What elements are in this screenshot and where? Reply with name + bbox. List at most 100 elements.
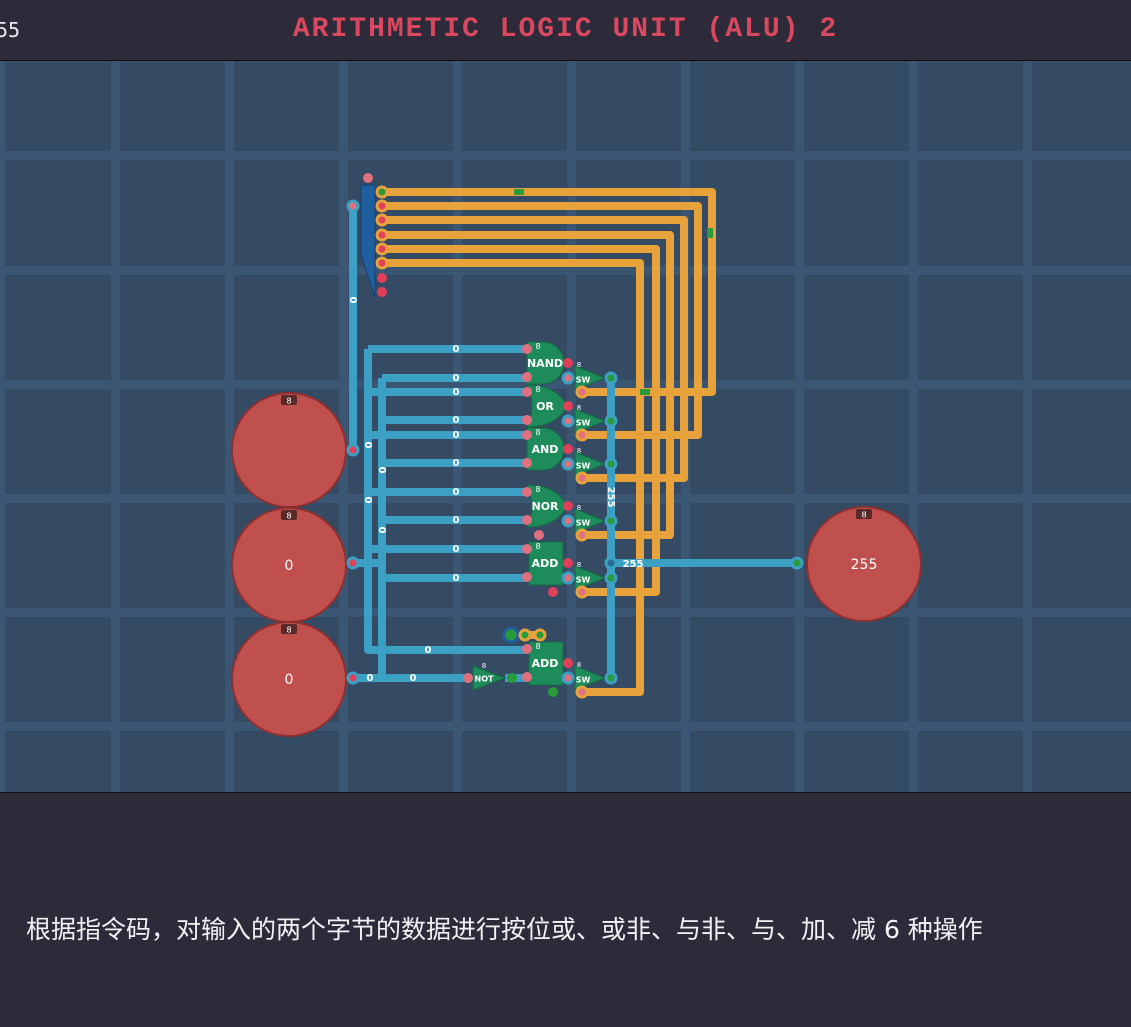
- grid-line: [225, 61, 234, 792]
- control-wire[interactable]: [382, 231, 674, 539]
- switch-5[interactable]: [574, 665, 607, 691]
- pin[interactable]: [522, 672, 532, 682]
- gate-nor-3-label: NOR: [531, 500, 559, 513]
- pin[interactable]: [604, 556, 618, 570]
- pin[interactable]: [375, 213, 389, 227]
- pin[interactable]: [522, 344, 532, 354]
- grid-line: [453, 61, 462, 792]
- pin[interactable]: [375, 185, 389, 199]
- pin[interactable]: [561, 671, 575, 685]
- pin[interactable]: [790, 556, 804, 570]
- grid-line: [0, 494, 1131, 503]
- pin[interactable]: [561, 514, 575, 528]
- grid-line: [0, 608, 1131, 617]
- wire-value-label: 0: [453, 573, 460, 584]
- pin[interactable]: [375, 242, 389, 256]
- output[interactable]: [806, 506, 922, 622]
- gate-or-1[interactable]: [526, 384, 568, 428]
- pin[interactable]: [507, 673, 517, 683]
- pin[interactable]: [522, 458, 532, 468]
- pin[interactable]: [604, 671, 618, 685]
- input-a[interactable]: [231, 392, 347, 508]
- pin[interactable]: [563, 658, 573, 668]
- pin[interactable]: [363, 173, 373, 183]
- pin[interactable]: [533, 628, 547, 642]
- pin[interactable]: [522, 515, 532, 525]
- pin[interactable]: [522, 387, 532, 397]
- control-wire[interactable]: [382, 216, 688, 482]
- control-wire[interactable]: [382, 245, 660, 596]
- circuit-svg[interactable]: 000000000000000000255255880808255NAND8SW…: [0, 61, 1131, 792]
- pin[interactable]: [561, 571, 575, 585]
- pin[interactable]: [604, 414, 618, 428]
- data-wire[interactable]: [364, 349, 527, 654]
- pin[interactable]: [548, 587, 558, 597]
- pin[interactable]: [575, 585, 589, 599]
- pin[interactable]: [534, 530, 544, 540]
- pin[interactable]: [346, 443, 360, 457]
- pin[interactable]: [522, 644, 532, 654]
- constant-on-toggle[interactable]: [502, 626, 520, 644]
- pin[interactable]: [346, 199, 360, 213]
- switch-label: SW: [576, 676, 591, 685]
- wire-value-label: 0: [410, 673, 417, 684]
- gate-add-4[interactable]: [528, 541, 564, 586]
- pin[interactable]: [604, 514, 618, 528]
- gate-nor-3[interactable]: [526, 484, 568, 528]
- pin[interactable]: [604, 457, 618, 471]
- switch-1[interactable]: [574, 408, 607, 434]
- control-wire[interactable]: [382, 259, 644, 696]
- pin[interactable]: [561, 371, 575, 385]
- pin[interactable]: [604, 371, 618, 385]
- switch-0[interactable]: [574, 365, 607, 391]
- gate-or-1-label: OR: [536, 400, 554, 413]
- pin[interactable]: [561, 414, 575, 428]
- pin[interactable]: [375, 256, 389, 270]
- pin[interactable]: [375, 199, 389, 213]
- pin[interactable]: [563, 558, 573, 568]
- pin[interactable]: [346, 671, 360, 685]
- pin[interactable]: [604, 571, 618, 585]
- gate-add-4-label: ADD: [532, 557, 559, 570]
- switch-4[interactable]: [574, 565, 607, 591]
- signal-indicator: [640, 389, 650, 395]
- wire-value-label: 0: [453, 458, 460, 469]
- pin[interactable]: [575, 385, 589, 399]
- pin[interactable]: [522, 544, 532, 554]
- pin[interactable]: [575, 528, 589, 542]
- pin[interactable]: [377, 273, 387, 283]
- wire-value-label: 0: [453, 373, 460, 384]
- input-c[interactable]: [231, 621, 347, 737]
- instruction-decoder[interactable]: [360, 184, 376, 299]
- pin[interactable]: [563, 501, 573, 511]
- pin[interactable]: [563, 401, 573, 411]
- pin[interactable]: [561, 457, 575, 471]
- input-c-bits-badge: [281, 624, 297, 634]
- pin[interactable]: [522, 372, 532, 382]
- pin[interactable]: [575, 428, 589, 442]
- pin[interactable]: [575, 471, 589, 485]
- wire-value-label: 255: [605, 487, 616, 508]
- gate-nand-0-bits: 8: [535, 342, 540, 351]
- pin[interactable]: [522, 572, 532, 582]
- pin[interactable]: [563, 444, 573, 454]
- switch-bits: 8: [577, 361, 581, 369]
- wire-value-label: 255: [623, 559, 644, 570]
- pin[interactable]: [463, 673, 473, 683]
- switch-3[interactable]: [574, 508, 607, 534]
- pin[interactable]: [518, 628, 532, 642]
- gate-add-5[interactable]: [528, 641, 564, 686]
- pin[interactable]: [563, 358, 573, 368]
- pin[interactable]: [522, 487, 532, 497]
- input-b-value: 0: [285, 558, 294, 574]
- gate-and-2-label: AND: [532, 443, 559, 456]
- pin[interactable]: [522, 430, 532, 440]
- pin[interactable]: [377, 287, 387, 297]
- switch-2[interactable]: [574, 451, 607, 477]
- pin[interactable]: [548, 687, 558, 697]
- pin[interactable]: [346, 556, 360, 570]
- pin[interactable]: [575, 685, 589, 699]
- pin[interactable]: [375, 228, 389, 242]
- pin[interactable]: [522, 415, 532, 425]
